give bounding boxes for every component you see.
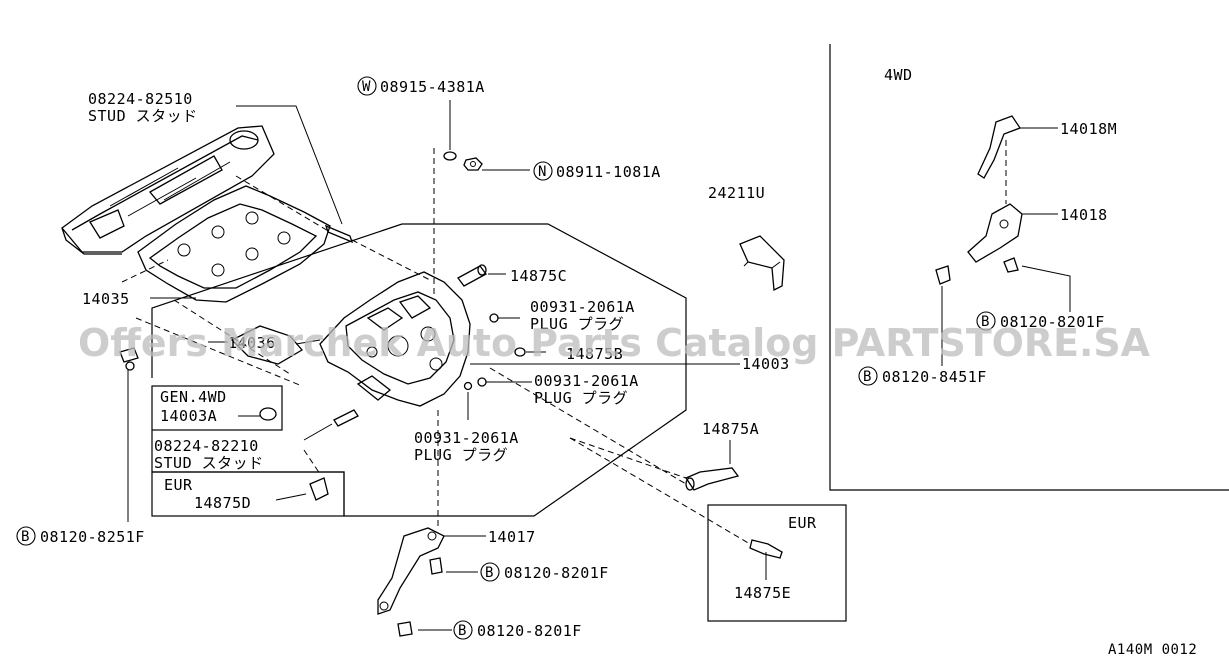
nut-08911[interactable] xyxy=(463,157,483,171)
stud-08224-82510[interactable] xyxy=(324,224,354,244)
label-14003a: 14003A xyxy=(160,407,217,425)
part-14018[interactable] xyxy=(967,203,1023,263)
part-14003a[interactable] xyxy=(259,407,277,421)
label-14875e: 14875E xyxy=(734,584,791,602)
bolt-4wd-a[interactable] xyxy=(1003,257,1019,273)
bolt-left[interactable] xyxy=(119,347,139,371)
engine-block-14003[interactable] xyxy=(319,271,471,407)
leader-lines xyxy=(127,100,1071,631)
plug-3[interactable] xyxy=(463,381,473,391)
plug-2[interactable] xyxy=(477,377,487,387)
plate-14036[interactable] xyxy=(230,325,304,365)
label-bolt-left-pn: 08120-8251F xyxy=(40,528,145,546)
label-stud-top-pn: 08224-82510 xyxy=(88,90,193,108)
label-plug3-pn: 00931-2061A xyxy=(414,429,519,447)
label-nut-pn: 08911-1081A xyxy=(556,163,661,181)
label-washer-pn: 08915-4381A xyxy=(380,78,485,96)
label-eur-left: EUR xyxy=(164,476,193,494)
bolt-b-symbol: B xyxy=(458,623,467,639)
bolt-4wd-b-symbol-circle xyxy=(858,366,878,386)
washer-symbol-circle xyxy=(357,76,377,96)
label-14018m: 14018M xyxy=(1060,120,1117,138)
label-stud2-name: STUD スタッド xyxy=(154,454,264,472)
stud-08224-82210[interactable] xyxy=(333,409,359,427)
label-14017: 14017 xyxy=(488,528,536,546)
label-eur-right: EUR xyxy=(788,514,817,532)
label-4wd: 4WD xyxy=(884,66,913,84)
bolt-left-symbol-circle xyxy=(16,526,36,546)
bolt-14017-b[interactable] xyxy=(397,621,413,637)
dashed-guides xyxy=(121,140,1007,545)
label-plug3-name: PLUG プラグ xyxy=(414,446,508,464)
fitting-14875e[interactable] xyxy=(749,539,783,559)
part-14875c[interactable] xyxy=(457,264,487,287)
nut-symbol-circle xyxy=(533,161,553,181)
4wd-panel-frame xyxy=(829,44,1229,491)
diagram-code: A140M 0012 xyxy=(1108,642,1197,658)
label-stud2-pn: 08224-82210 xyxy=(154,437,259,455)
label-14018: 14018 xyxy=(1060,206,1108,224)
valve-cover[interactable] xyxy=(61,125,275,255)
label-gen4wd: GEN.4WD xyxy=(160,388,227,406)
bolt-4wd-b-symbol: B xyxy=(863,369,872,385)
eur-box-right xyxy=(707,504,847,622)
hose-14875a[interactable] xyxy=(685,467,740,491)
nut-symbol: N xyxy=(538,164,547,180)
bolt-b-symbol-circle xyxy=(453,620,473,640)
label-14875d: 14875D xyxy=(194,494,251,512)
label-24211u: 24211U xyxy=(708,184,765,202)
gasket-14035[interactable] xyxy=(137,185,331,303)
gen4wd-box xyxy=(151,385,283,431)
watermark-text: Offers Marchek Auto Parts Catalog PARTST… xyxy=(78,321,1151,365)
bolt-14017-a[interactable] xyxy=(429,557,443,575)
part-14875d[interactable] xyxy=(309,477,329,501)
label-14875b: 14875B xyxy=(566,345,623,363)
eur-box-left xyxy=(151,471,345,517)
label-14035: 14035 xyxy=(82,290,130,308)
part-14875b[interactable] xyxy=(514,347,526,357)
label-plug1-name: PLUG プラグ xyxy=(530,315,624,333)
label-bolt-a-pn: 08120-8201F xyxy=(504,564,609,582)
washer-symbol: W xyxy=(362,79,371,95)
label-14875c: 14875C xyxy=(510,267,567,285)
bracket-14017[interactable] xyxy=(377,527,445,615)
label-stud-top-name: STUD スタッド xyxy=(88,107,198,125)
bolt-4wd-b[interactable] xyxy=(935,265,951,285)
label-14003: 14003 xyxy=(742,355,790,373)
bracket-24211u[interactable] xyxy=(739,235,785,292)
bolt-4wd-a-symbol-circle xyxy=(976,311,996,331)
label-14036: 14036 xyxy=(228,334,276,352)
part-14018m[interactable] xyxy=(977,115,1021,179)
label-plug2-name: PLUG プラグ xyxy=(534,389,628,407)
bolt-a-symbol-circle xyxy=(480,562,500,582)
washer-08915[interactable] xyxy=(443,151,457,161)
label-bolt-4wd-a-pn: 08120-8201F xyxy=(1000,313,1105,331)
label-bolt-b-pn: 08120-8201F xyxy=(477,622,582,640)
bolt-left-symbol: B xyxy=(21,529,30,545)
label-bolt-4wd-b-pn: 08120-8451F xyxy=(882,368,987,386)
label-plug2-pn: 00931-2061A xyxy=(534,372,639,390)
bolt-a-symbol: B xyxy=(485,565,494,581)
label-14875a: 14875A xyxy=(702,420,759,438)
bolt-4wd-a-symbol: B xyxy=(981,314,990,330)
label-plug1-pn: 00931-2061A xyxy=(530,298,635,316)
